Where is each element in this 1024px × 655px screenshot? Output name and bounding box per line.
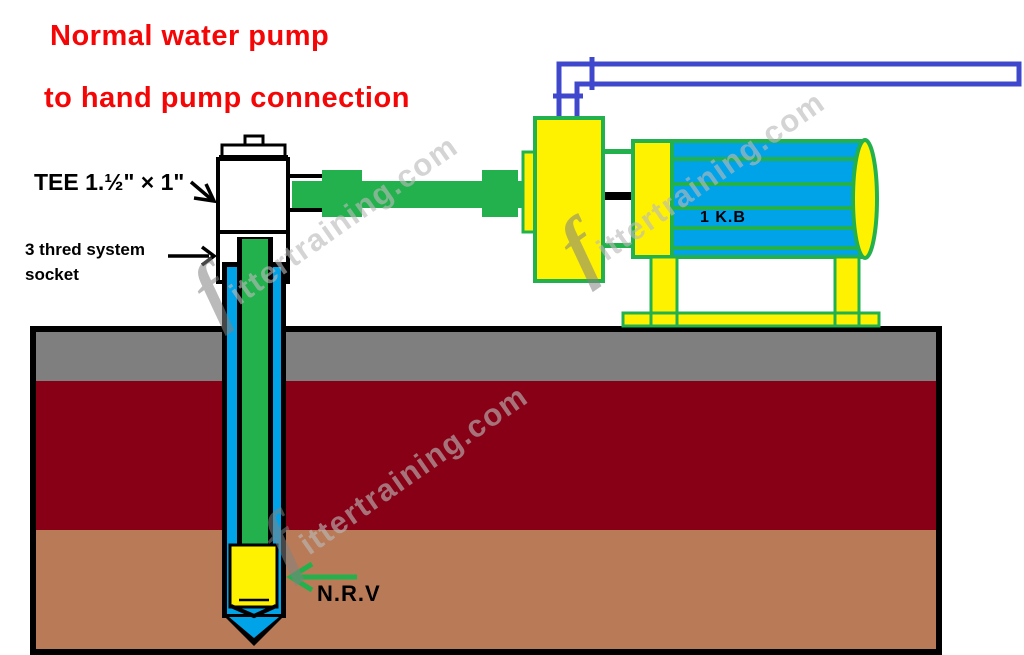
- suction-pipe-assembly: [288, 170, 527, 217]
- electric-motor: [621, 138, 881, 328]
- tee-outlet-line-top: [288, 174, 324, 178]
- tee-pointer-arrow: [189, 180, 213, 201]
- motor-end-cap: [851, 138, 879, 260]
- pipe-coupling-right: [482, 170, 518, 217]
- soil-layer-sand: [36, 530, 936, 649]
- water-pump: [521, 116, 635, 283]
- motor-fins: [674, 157, 859, 250]
- pump-body: [533, 116, 605, 283]
- pump-motor-bracket-top: [603, 149, 633, 154]
- page-title-line1: Normal water pump: [50, 20, 330, 52]
- motor-leg-right: [833, 255, 861, 316]
- tee-size-label: TEE 1.½" × 1": [34, 169, 185, 195]
- nrv-chevron: [230, 604, 277, 619]
- delivery-pipe: [553, 57, 1022, 119]
- delivery-pipe-outline: [556, 61, 1022, 119]
- base-plate-dividers: [649, 313, 861, 326]
- soil-layer-topsoil: [36, 332, 936, 381]
- socket-label-line1: 3 thred system: [25, 240, 145, 259]
- nrv-pointer-arrowhead: [286, 561, 314, 593]
- page-title-line2: to hand pump connection: [44, 82, 410, 114]
- riser-pipe: [242, 239, 268, 547]
- tee-pointer-arrowhead: [193, 183, 217, 204]
- underground-section: [30, 326, 942, 655]
- annotation-arrows: [168, 180, 357, 593]
- socket-label-line2: socket: [25, 265, 79, 284]
- motor-base-plate: [621, 311, 881, 328]
- socket-pointer-arrowhead: [200, 245, 217, 267]
- motor-leg-left: [649, 255, 679, 316]
- tee-outlet-line-bottom: [288, 208, 324, 212]
- pump-motor-bracket-bottom: [603, 243, 633, 248]
- casing-tip: [229, 617, 279, 638]
- soil-layer-clay: [36, 381, 936, 530]
- borewell: [222, 237, 286, 646]
- pipe-coupling-left: [322, 170, 362, 217]
- drive-shaft: [605, 192, 635, 200]
- nrv-label: N.R.V: [317, 581, 381, 606]
- nrv-valve-body: [228, 543, 279, 609]
- motor-rating-label: 1 K.B: [700, 209, 746, 226]
